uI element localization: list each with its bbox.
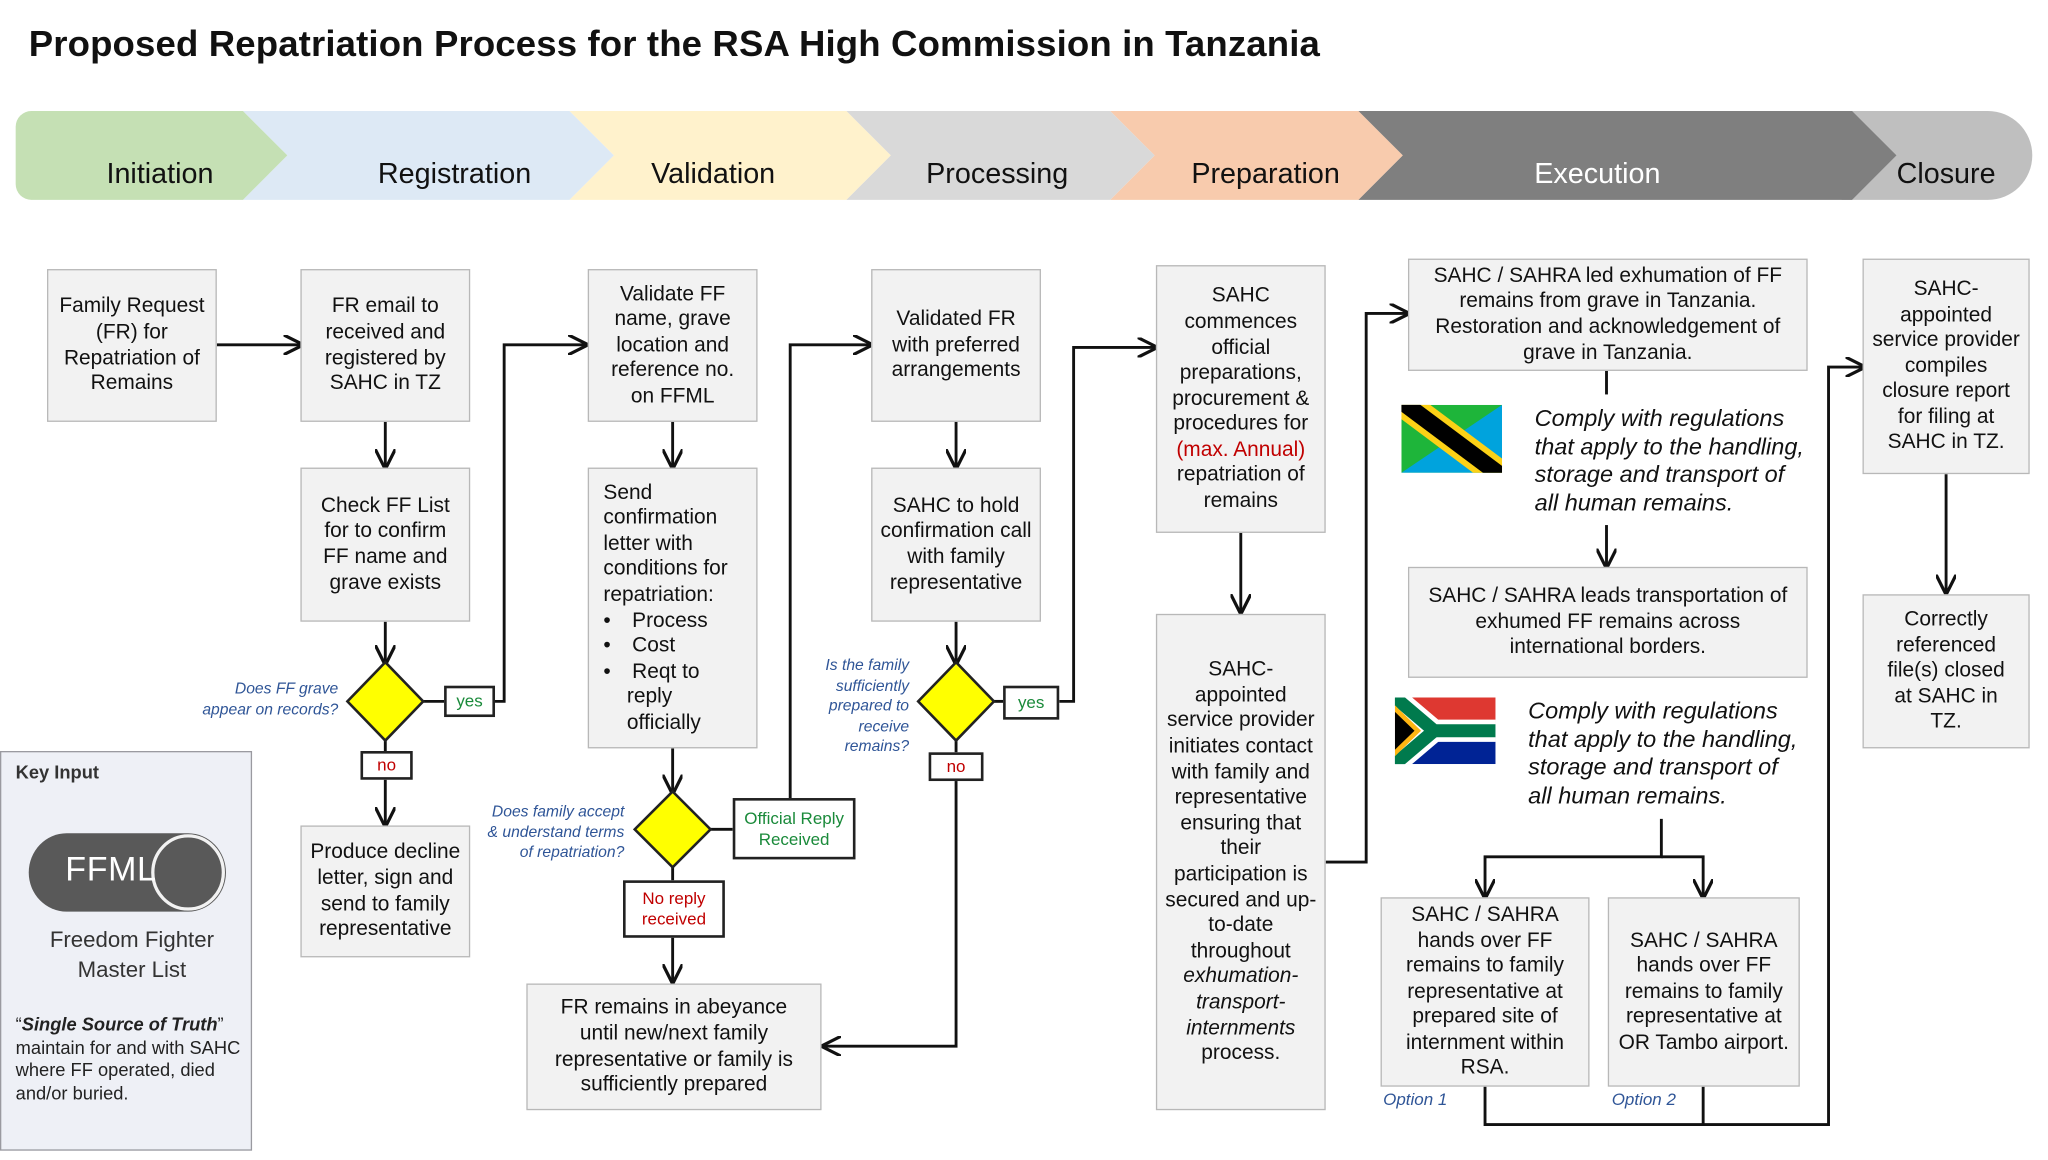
phase-validation-shape (569, 111, 891, 200)
phase-closure-shape (1841, 111, 2033, 200)
confirmation-call-box: SAHC to hold confirmation call with fami… (871, 467, 1041, 622)
option1-label: Option 1 (1383, 1089, 1448, 1109)
decision-ff-grave-diamond (345, 660, 425, 743)
commences-text-end: repatriation of remains (1176, 464, 1305, 513)
connectors (216, 313, 1946, 1126)
tanzania-flag (1401, 404, 1503, 473)
phase-registration-shape (242, 111, 614, 200)
max-annual-text: (max. Annual) (1176, 438, 1306, 461)
option1-handover-box: SAHC / SAHRA hands over FF remains to fa… (1380, 897, 1590, 1087)
question-ff-grave: Does FF grave appear on records? (202, 679, 339, 718)
ffml-label: FFML (65, 848, 157, 889)
provider-text-end: process. (1201, 1042, 1281, 1065)
fr-email-box: FR email to received and registered by S… (300, 269, 471, 422)
validate-ff-box: Validate FF name, grave location and ref… (587, 269, 758, 422)
service-provider-contact-box: SAHC-appointed service provider initiate… (1155, 613, 1326, 1111)
yes-label: yes (1003, 685, 1060, 720)
decline-letter-box: Produce decline letter, sign and send to… (300, 825, 471, 958)
question-accept-terms: Does family accept & understand terms of… (487, 801, 625, 861)
key-description: “Single Source of Truth” maintain for an… (16, 1014, 248, 1105)
family-request-box: Family Request (FR) for Repatriation of … (47, 269, 217, 422)
yes-label: yes (444, 685, 496, 718)
phase-execution-shape (1358, 111, 1897, 200)
key-desc-text: maintain for and with SAHC where FF oper… (15, 1036, 241, 1104)
closed-files-box: Correctly referenced file(s) closed at S… (1862, 594, 2030, 749)
database-icon (28, 833, 226, 912)
check-ff-list-box: Check FF List for to confirm FF name and… (300, 467, 471, 622)
provider-italic-text: exhumation-transport-internments (1183, 965, 1299, 1040)
no-reply-label: No reply received (623, 880, 725, 938)
send-confirmation-box: Send confirmation letter with conditions… (587, 467, 758, 749)
option2-label: Option 2 (1611, 1089, 1676, 1109)
commences-preparations-box: SAHC commences official preparations, pr… (1155, 265, 1326, 533)
option2-handover-box: SAHC / SAHRA hands over FF remains to fa… (1607, 897, 1800, 1087)
phase-preparation: Preparation (1191, 156, 1340, 190)
closure-report-box: SAHC-appointed service provider compiles… (1862, 258, 2030, 475)
send-confirmation-text: Send confirmation letter with conditions… (603, 481, 728, 606)
phase-processing: Processing (926, 156, 1069, 190)
decision-accept-terms-diamond (632, 789, 713, 870)
conditions-list: Process Cost Reqt to reply officially (603, 608, 748, 736)
condition-item: Cost (627, 634, 748, 660)
key-input-panel: Key Input FFML Freedom Fighter Master Li… (0, 751, 253, 1151)
key-input-heading: Key Input (15, 761, 99, 783)
phase-initiation-shape (15, 111, 288, 200)
page-title: Proposed Repatriation Process for the RS… (28, 23, 1320, 64)
ffml-full-name: Freedom Fighter Master List (49, 927, 214, 983)
phase-preparation-shape (1110, 111, 1403, 200)
quote-open: “ (15, 1013, 22, 1035)
no-label: no (360, 751, 413, 780)
comply-tanzania-text: Comply with regulations that apply to th… (1534, 404, 1804, 516)
phase-execution: Execution (1534, 156, 1661, 190)
exhumation-box: SAHC / SAHRA led exhumation of FF remain… (1407, 258, 1808, 371)
comply-rsa-text: Comply with regulations that apply to th… (1528, 697, 1798, 808)
phase-validation: Validation (651, 156, 776, 190)
quote-close: ” (217, 1013, 224, 1035)
condition-item: Reqt to reply officially (627, 659, 748, 736)
decision-family-prepared-diamond (916, 660, 996, 743)
phase-initiation: Initiation (106, 156, 214, 190)
condition-item: Process (627, 608, 748, 634)
abeyance-box: FR remains in abeyance until new/next fa… (526, 983, 822, 1111)
official-reply-label: Official Reply Received (732, 798, 856, 860)
single-source-text: Single Source of Truth (21, 1013, 218, 1035)
commences-text: SAHC commences official preparations, pr… (1172, 285, 1310, 436)
no-label: no (928, 752, 984, 782)
phase-registration: Registration (377, 156, 532, 190)
provider-text: SAHC-appointed service provider initiate… (1165, 658, 1317, 963)
phase-closure: Closure (1896, 156, 1996, 190)
phase-processing-shape (846, 111, 1155, 200)
question-family-prepared: Is the family sufficiently prepared to r… (825, 655, 910, 755)
validated-fr-box: Validated FR with preferred arrangements (871, 269, 1041, 422)
south-africa-flag (1394, 697, 1496, 765)
transportation-box: SAHC / SAHRA leads transportation of exh… (1407, 566, 1808, 678)
